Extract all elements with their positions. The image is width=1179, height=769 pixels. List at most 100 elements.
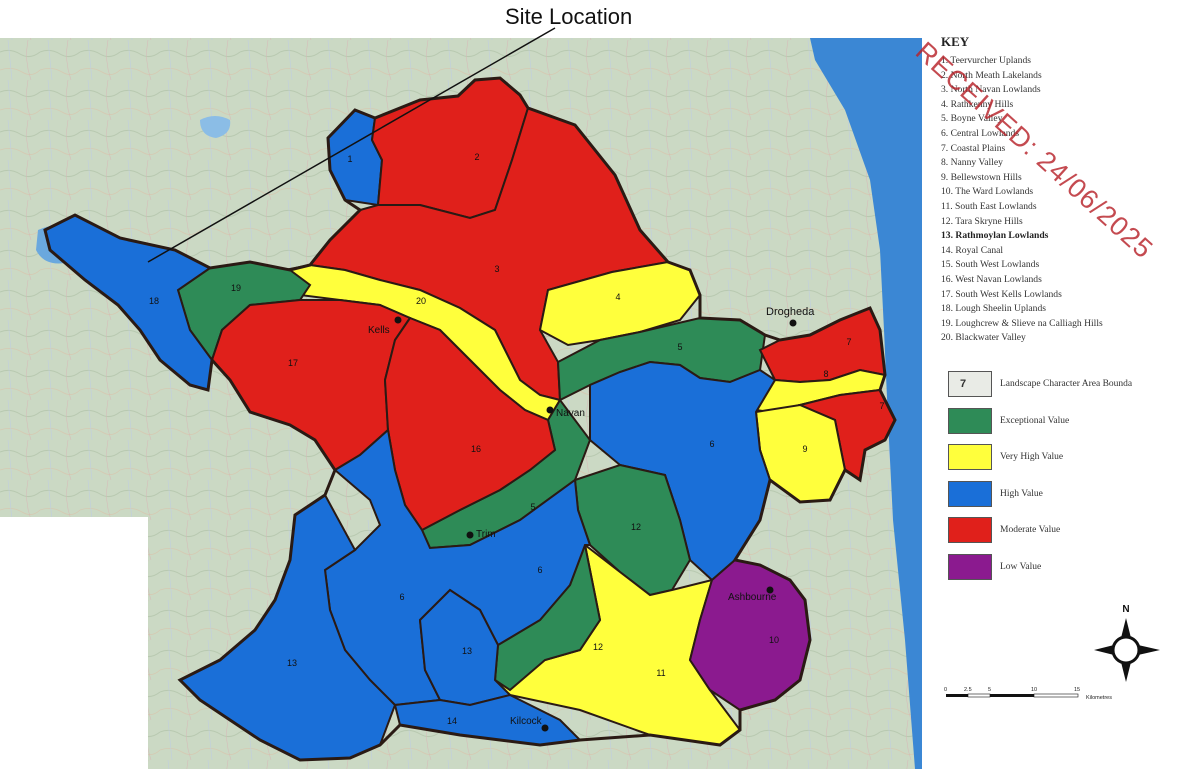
key-item-highlighted: 13. Rathmoylan Lowlands [941, 230, 1049, 242]
key-item: 14. Royal Canal [941, 244, 1004, 256]
key-item: 15. South West Lowlands [941, 259, 1040, 271]
legend-row-exceptional: Exceptional Value [948, 403, 1176, 440]
town-label-trim: Trim [476, 529, 496, 540]
scale-label: 5 [988, 687, 991, 693]
scale-bar-segment [990, 694, 1034, 697]
key-item: 8. Nanny Valley [941, 157, 1003, 169]
region-number-1: 1 [347, 154, 352, 164]
region-number-5a: 5 [677, 342, 682, 352]
legend-label-high: High Value [1000, 488, 1043, 499]
region-number-3: 3 [494, 264, 499, 274]
key-item: 1. Teervurcher Uplands [941, 55, 1031, 66]
legend-row-very-high: Very High Value [948, 439, 1176, 476]
key-item: 3. North Navan Lowlands [941, 84, 1041, 96]
town-kilcock[interactable]: Kilcock [510, 716, 549, 732]
key-item: 20. Blackwater Valley [941, 332, 1026, 344]
key-item: 10. The Ward Lowlands [941, 186, 1034, 198]
compass-west-point-icon [1094, 645, 1114, 655]
scale-bar-segment [1033, 693, 1079, 698]
town-label-drogheda: Drogheda [766, 306, 815, 318]
region-number-2: 2 [474, 152, 479, 162]
north-arrow-compass: N [1094, 604, 1160, 682]
legend-label-exceptional: Exceptional Value [1000, 415, 1070, 426]
sea [810, 38, 922, 769]
region-number-9: 9 [802, 444, 807, 454]
region-number-8: 8 [823, 369, 828, 379]
compass-north-label: N [1122, 604, 1129, 615]
key-list: 1. Teervurcher Uplands 2. North Meath La… [938, 54, 1176, 346]
region-4[interactable] [538, 260, 702, 347]
region-number-6a: 6 [709, 439, 714, 449]
legend-swatch-high [948, 480, 992, 507]
key-item: 11. South East Lowlands [941, 200, 1037, 212]
region-number-12a: 12 [631, 522, 641, 532]
region-number-7b: 7 [879, 401, 884, 411]
key-item: 12. Tara Skryne Hills [941, 215, 1023, 227]
legend-row-moderate: Moderate Value [948, 512, 1176, 549]
legend-label-very-high: Very High Value [1000, 452, 1064, 463]
region-number-7a: 7 [846, 337, 851, 347]
legend: 7 Landscape Character Area Bounda Except… [948, 366, 1176, 585]
scale-label: 10 [1031, 687, 1037, 693]
town-label-kilcock: Kilcock [510, 716, 543, 727]
region-number-14: 14 [447, 716, 457, 726]
key-item: 4. Rathkenny Hills [941, 98, 1014, 110]
town-trim[interactable]: Trim [466, 529, 496, 540]
region-number-6b: 6 [537, 565, 542, 575]
legend-swatch-boundary-number: 7 [960, 378, 967, 391]
region-number-20: 20 [416, 296, 426, 306]
key-item: 19. Loughcrew & Slieve na Calliagh Hills [941, 317, 1103, 329]
region-16[interactable] [383, 316, 557, 532]
legend-label-moderate: Moderate Value [1000, 525, 1061, 536]
town-navan[interactable]: Navan [546, 406, 585, 420]
region-number-13b: 13 [287, 658, 297, 668]
region-number-17: 17 [288, 358, 298, 368]
legend-swatch-moderate [948, 517, 992, 544]
scale-bar: 0 2.5 5 10 15 Kilometres [944, 687, 1112, 701]
map-mask-bottom-left [0, 517, 148, 769]
region-number-6c: 6 [399, 592, 404, 602]
site-location-leader-line [147, 27, 556, 263]
region-number-10: 10 [769, 635, 779, 645]
town-label-navan: Navan [556, 408, 585, 419]
region-number-18: 18 [149, 296, 159, 306]
key-title: KEY [941, 34, 970, 49]
legend-swatch-boundary: 7 [948, 371, 992, 398]
scale-bar-segment [946, 694, 968, 697]
key-item: 7. Coastal Plains [941, 142, 1006, 154]
map-key: KEY 1. Teervurcher Uplands 2. North Meat… [938, 28, 1176, 346]
site-location-label: Site Location [505, 4, 633, 29]
legend-swatch-exceptional [948, 407, 992, 434]
key-item: 16. West Navan Lowlands [941, 273, 1042, 285]
legend-label-boundary: Landscape Character Area Bounda [1000, 379, 1133, 390]
region-number-11: 11 [656, 668, 665, 678]
legend-row-low: Low Value [948, 549, 1176, 586]
compass-east-point-icon [1138, 645, 1160, 655]
region-number-12b: 12 [593, 642, 603, 652]
region-13a[interactable] [418, 588, 512, 707]
legend-row-boundary: 7 Landscape Character Area Bounda [948, 366, 1176, 403]
scale-unit-label: Kilometres [1086, 695, 1112, 701]
key-item: 18. Lough Sheelin Uplands [941, 303, 1046, 315]
compass-ring-icon [1111, 635, 1141, 665]
scale-label: 2.5 [964, 687, 972, 693]
region-number-4: 4 [615, 292, 620, 302]
scale-label: 0 [944, 687, 947, 693]
key-item: 17. South West Kells Lowlands [941, 288, 1062, 300]
legend-swatch-low [948, 553, 992, 580]
region-number-13a: 13 [462, 646, 472, 656]
town-drogheda[interactable]: Drogheda [766, 306, 815, 327]
town-ashbourne[interactable]: Ashbourne [728, 586, 777, 604]
town-label-kells: Kells [368, 325, 390, 336]
legend-row-high: High Value [948, 476, 1176, 513]
town-kells[interactable]: Kells [368, 316, 402, 337]
key-item: 6. Central Lowlands [941, 127, 1020, 139]
county-boundary [43, 76, 897, 762]
compass-south-point-icon [1121, 662, 1131, 682]
region-number-19: 19 [231, 283, 241, 293]
town-label-ashbourne: Ashbourne [728, 592, 777, 603]
lake-2 [200, 116, 231, 138]
region-number-16: 16 [471, 444, 481, 454]
